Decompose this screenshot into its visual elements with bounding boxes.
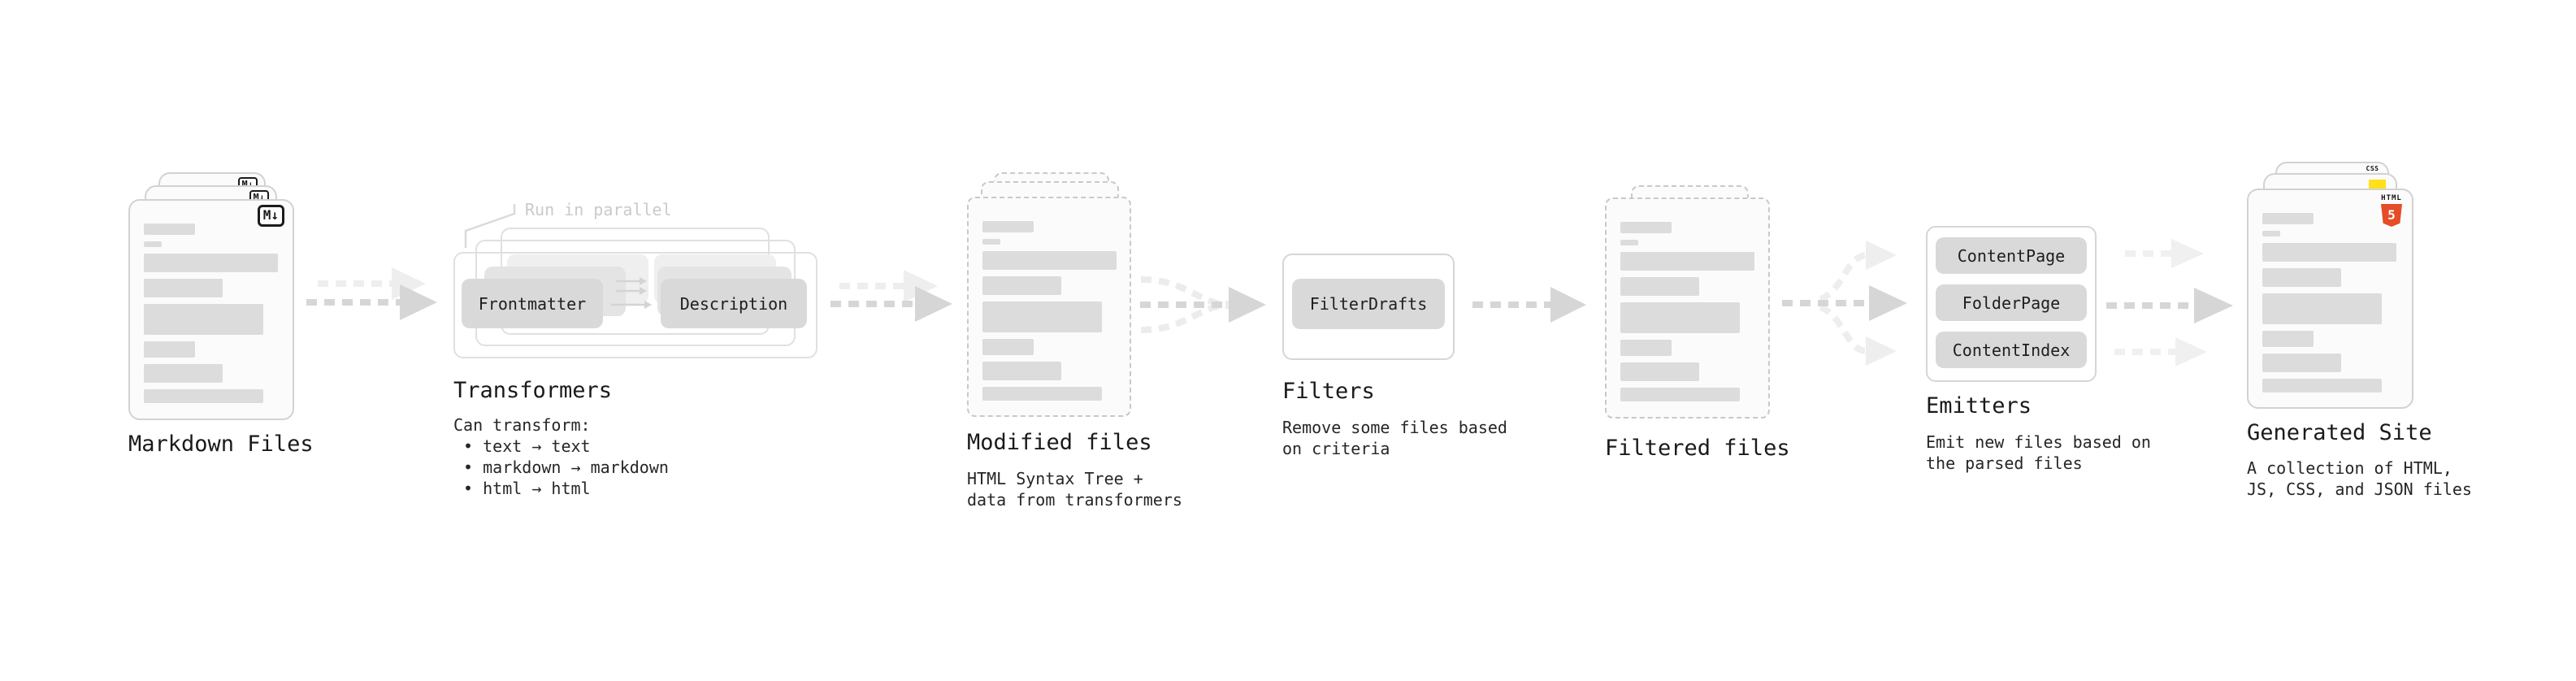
- stage-sub-emitters: Emit new files based on the parsed files: [1926, 432, 2151, 473]
- emitter-pill-contentpage: ContentPage: [1936, 237, 2087, 274]
- stage-label-generated-site: Generated Site: [2247, 420, 2432, 445]
- stage-label-filtered-files: Filtered files: [1605, 436, 1790, 461]
- transformer-pill-description: Description: [661, 279, 807, 328]
- js-icon: [2369, 180, 2386, 190]
- stage-sub-transformers: Can transform: • text → text • markdown …: [453, 415, 669, 498]
- stage-label-emitters: Emitters: [1926, 393, 2032, 419]
- file-card-front: HTML 5: [2247, 189, 2413, 409]
- stage-label-markdown-files: Markdown Files: [128, 432, 314, 457]
- stage-sub-generated-site: A collection of HTML, JS, CSS, and JSON …: [2247, 458, 2472, 499]
- transformer-pill-frontmatter: Frontmatter: [462, 279, 603, 328]
- file-card-front: [1605, 197, 1770, 419]
- stage-label-modified-files: Modified files: [967, 430, 1152, 455]
- doc-content-placeholder: [1620, 222, 1754, 408]
- doc-content-placeholder: [982, 221, 1117, 407]
- stage-label-filters: Filters: [1282, 379, 1375, 404]
- markdown-icon: M↓: [257, 205, 284, 227]
- arrow-modified-to-filters: [1140, 276, 1266, 333]
- emitter-pill-contentindex: ContentIndex: [1936, 332, 2087, 368]
- run-in-parallel-note: Run in parallel: [525, 200, 672, 219]
- arrow-markdown-to-transformers: [306, 267, 437, 320]
- stage-sub-modified-files: HTML Syntax Tree + data from transformer…: [967, 469, 1182, 510]
- arrow-filtered-to-emitters: [1782, 241, 1907, 366]
- arrow-emitters-to-generated: [2106, 239, 2233, 367]
- arrow-filters-to-filtered: [1472, 287, 1586, 323]
- filter-pill-filterdrafts: FilterDrafts: [1292, 279, 1445, 329]
- doc-content-placeholder: [144, 223, 278, 410]
- arrow-transformers-to-modified: [830, 270, 952, 322]
- stage-sub-filters: Remove some files based on criteria: [1282, 418, 1507, 458]
- html5-icon: HTML 5: [2379, 195, 2405, 227]
- emitter-pill-folderpage: FolderPage: [1936, 284, 2087, 321]
- stage-label-transformers: Transformers: [453, 378, 613, 403]
- transformer-box-front: [453, 252, 817, 358]
- file-card-front: [967, 197, 1131, 417]
- file-card-front: M↓: [128, 199, 294, 420]
- doc-content-placeholder: [2262, 213, 2396, 399]
